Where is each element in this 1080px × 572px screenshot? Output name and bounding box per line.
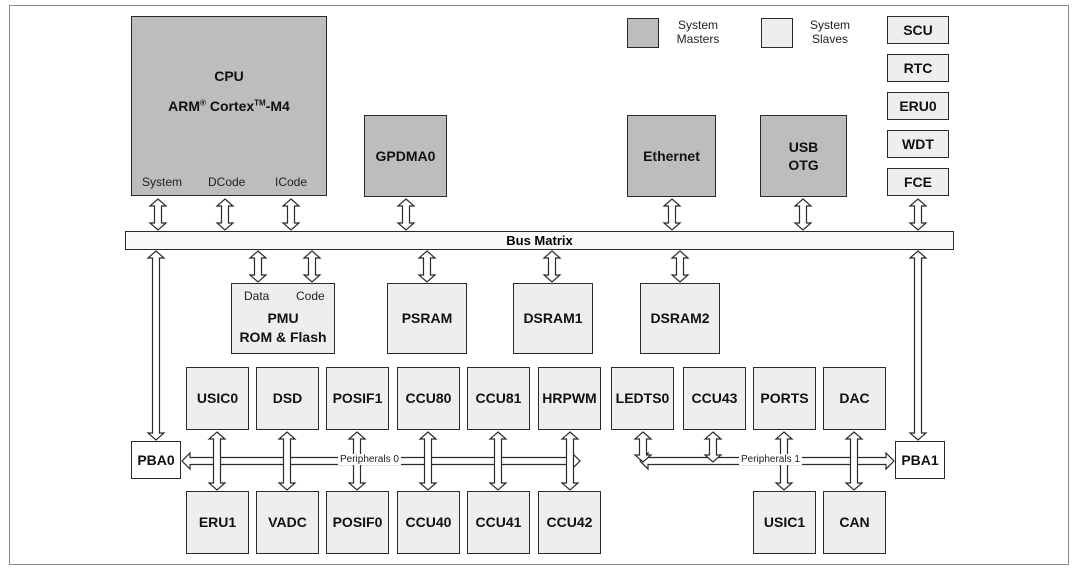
dsd-block: DSD	[256, 367, 319, 430]
fce-arrow	[908, 198, 928, 231]
peripherals-1-bus-drop	[703, 431, 723, 463]
legend-masters-swatch	[627, 18, 659, 48]
cpu-dcode-arrow	[215, 198, 235, 231]
usb-otg-arrow	[793, 198, 813, 231]
peripherals-1-bus-drop	[844, 431, 864, 491]
vadc-block: VADC	[256, 491, 319, 554]
pmu-data-arrow	[248, 250, 268, 283]
rtc-block: RTC	[887, 54, 949, 82]
peripherals-0-bus-drop	[488, 431, 508, 491]
gpdma0-block: GPDMA0	[364, 115, 447, 197]
fce-block: FCE	[887, 168, 949, 196]
cpu-port-system: System	[142, 175, 183, 189]
dsram2-arrow	[670, 250, 690, 283]
pmu-port-data: Data	[244, 289, 270, 303]
dsram1-arrow	[542, 250, 562, 283]
cpu-system-arrow	[148, 198, 168, 231]
dsram2-block: DSRAM2	[640, 283, 720, 354]
cpu-core-name: ARM® CortexTM-M4	[168, 98, 290, 115]
gpdma0-arrow	[396, 198, 416, 231]
scu-block: SCU	[887, 16, 949, 44]
ports-block: PORTS	[753, 367, 816, 430]
ccu42-block: CCU42	[538, 491, 601, 554]
peripherals-0-bus-drop	[418, 431, 438, 491]
usic0-block: USIC0	[186, 367, 249, 430]
usic1-block: USIC1	[753, 491, 816, 554]
dsram1-block: DSRAM1	[513, 283, 593, 354]
pmu-port-code: Code	[296, 289, 325, 303]
ccu40-block: CCU40	[397, 491, 460, 554]
hrpwm-block: HRPWM	[538, 367, 601, 430]
wdt-block: WDT	[887, 130, 949, 158]
ethernet-block: Ethernet	[627, 115, 716, 197]
peripherals-0-bus-drop	[277, 431, 297, 491]
pba1-arrow	[908, 250, 928, 441]
diagram-frame	[9, 5, 1069, 565]
pba0-arrow	[146, 250, 166, 441]
peripherals-0-label: Peripherals 0	[338, 454, 401, 465]
ccu80-block: CCU80	[397, 367, 460, 430]
pba1-bridge: PBA1	[895, 441, 945, 479]
ledts0-block: LEDTS0	[611, 367, 674, 430]
eru0-block: ERU0	[887, 92, 949, 120]
ethernet-arrow	[662, 198, 682, 231]
cpu-title: CPU	[214, 68, 244, 84]
peripherals-1-label: Peripherals 1	[739, 454, 802, 465]
psram-block: PSRAM	[387, 283, 467, 354]
cpu-block: CPU ARM® CortexTM-M4 System DCode ICode	[131, 16, 327, 196]
pmu-block: Data Code PMU ROM & Flash	[231, 283, 335, 354]
posif1-block: POSIF1	[326, 367, 389, 430]
eru1-block: ERU1	[186, 491, 249, 554]
peripherals-1-bus-drop	[633, 431, 653, 463]
peripherals-0-bus-drop	[560, 431, 580, 491]
peripherals-0-bus-drop	[207, 431, 227, 491]
posif0-block: POSIF0	[326, 491, 389, 554]
can-block: CAN	[823, 491, 886, 554]
cpu-port-icode: ICode	[275, 175, 308, 189]
psram-arrow	[417, 250, 437, 283]
pba0-bridge: PBA0	[131, 441, 181, 479]
ccu41-block: CCU41	[467, 491, 530, 554]
ccu43-block: CCU43	[683, 367, 746, 430]
ccu81-block: CCU81	[467, 367, 530, 430]
cpu-icode-arrow	[281, 198, 301, 231]
legend-slaves-swatch	[761, 18, 793, 48]
pmu-code-arrow	[302, 250, 322, 283]
cpu-port-dcode: DCode	[208, 175, 246, 189]
bus-matrix: Bus Matrix	[125, 231, 954, 250]
dac-block: DAC	[823, 367, 886, 430]
